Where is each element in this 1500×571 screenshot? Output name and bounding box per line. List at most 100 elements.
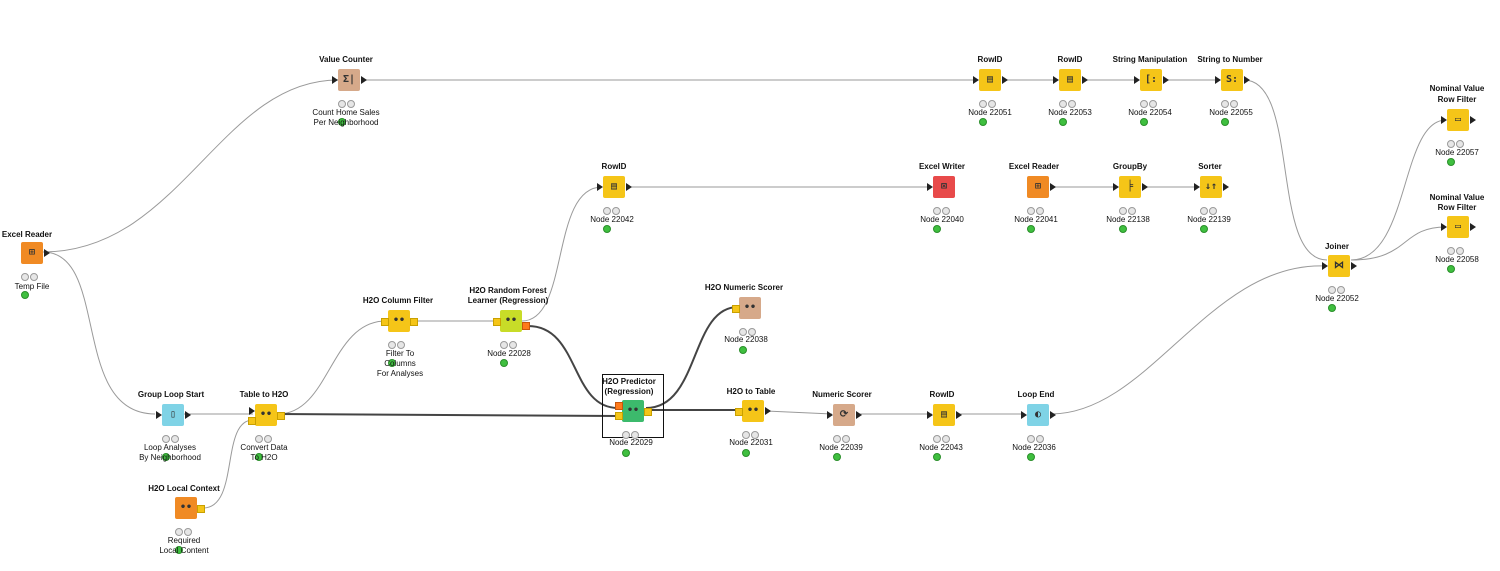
node-caption: Node 22038 [724,335,768,344]
row-filter-icon[interactable]: ▭ [1441,216,1476,238]
node-title: RowID [1057,55,1083,64]
node-caption: Filter To [385,349,415,358]
node-title: GroupBy [1112,162,1148,171]
node-title: Group Loop Start [137,390,205,399]
wire-h2o-learner-predictor [527,325,619,409]
node-title: Loop End [1017,390,1055,399]
node-caption: Node 22051 [968,108,1012,117]
groupby-icon[interactable]: ╞ [1113,176,1148,198]
rowid-icon[interactable]: ▤ [597,176,632,198]
h2o-icon[interactable]: •• [248,404,285,426]
node-caption: Node 22055 [1209,108,1253,117]
status-traffic-light [1200,202,1226,233]
node-caption: Node 22028 [487,349,531,358]
node-title: Nominal Value [1429,84,1485,93]
status-traffic-light [1140,95,1166,126]
sorter-icon[interactable]: ↓↑ [1194,176,1229,198]
node-title: Numeric Scorer [812,390,872,399]
status-traffic-light [162,430,188,461]
status-traffic-light [833,430,859,461]
value-counter-icon[interactable]: Σ| [332,69,367,91]
status-traffic-light [739,323,765,354]
node-title: String Manipulation [1112,55,1188,64]
status-traffic-light [1447,135,1473,166]
rowid-icon[interactable]: ▤ [973,69,1008,91]
wire-loopend-joiner [1050,265,1328,415]
excel-reader-icon[interactable]: ⊞ [21,242,50,264]
node-caption: Convert Data [240,443,288,452]
node-caption: Required [167,536,201,545]
node-caption: Node 22039 [819,443,863,452]
wire-strnum-joiner [1243,79,1328,261]
h2o-icon[interactable]: •• [493,310,530,332]
node-caption: Node 22041 [1014,215,1058,224]
node-caption: Columns [384,359,416,368]
wire-h2o-tableh2o-predictor [277,413,619,417]
wire-tableh2o-colfilter [277,320,387,415]
node-title: H2O to Table [726,387,776,396]
status-traffic-light [1119,202,1145,233]
node-caption: Node 22031 [729,438,773,447]
h2o-icon[interactable]: •• [732,297,761,319]
node-title: H2O Predictor [602,377,656,386]
string-manipulation-icon[interactable]: [: [1134,69,1169,91]
node-caption: Node 22139 [1187,215,1231,224]
rowid-icon[interactable]: ▤ [927,404,962,426]
wire-reader-to-valuecounter [42,79,339,253]
loop-end-icon[interactable]: ◐ [1021,404,1056,426]
node-title: H2O Column Filter [362,296,434,305]
status-traffic-light [979,95,1005,126]
loop-start-icon[interactable]: ▯ [156,404,191,426]
joiner-icon[interactable]: ⋈ [1322,255,1357,277]
node-title: Nominal Value [1429,193,1485,202]
status-traffic-light [175,523,201,554]
node-title: Table to H2O [239,390,289,399]
node-caption: Node 22052 [1315,294,1359,303]
node-caption: Per Neighborhood [313,118,379,127]
node-caption: Node 22029 [609,438,653,447]
node-caption: Local Content [159,546,209,555]
node-title: Row Filter [1437,95,1477,104]
node-title: Learner (Regression) [467,296,549,305]
status-traffic-light [1059,95,1085,126]
node-title: H2O Local Context [148,484,220,493]
node-title: Excel Reader [1,230,53,239]
node-title: Excel Writer [918,162,966,171]
node-title: Joiner [1324,242,1349,251]
row-filter-icon[interactable]: ▭ [1441,109,1476,131]
rowid-icon[interactable]: ▤ [1053,69,1088,91]
status-traffic-light [1221,95,1247,126]
status-traffic-light [1027,202,1053,233]
node-title: RowID [601,162,627,171]
node-caption: By Neighborhood [139,453,201,462]
node-caption: Count Home Sales [312,108,380,117]
node-caption: Node 22036 [1012,443,1056,452]
h2o-icon[interactable]: •• [615,400,652,422]
h2o-icon[interactable]: •• [381,310,418,332]
excel-reader-icon[interactable]: ⊞ [1027,176,1056,198]
status-traffic-light [603,202,629,233]
excel-writer-icon[interactable]: ⊠ [927,176,955,198]
status-traffic-light [933,430,959,461]
wire-reader-to-looptart [42,251,156,415]
status-traffic-light [1447,242,1473,273]
node-caption: Node 22043 [919,443,963,452]
node-caption: To H2O [250,453,278,462]
h2o-icon[interactable]: •• [735,400,771,422]
status-traffic-light [500,336,526,367]
string-to-number-icon[interactable]: S: [1215,69,1250,91]
node-title: Row Filter [1437,203,1477,212]
node-title: H2O Numeric Scorer [704,283,784,292]
node-caption: Loop Analyses [143,443,197,452]
h2o-icon[interactable]: •• [175,497,205,519]
node-caption: Temp File [14,282,50,291]
node-title: String to Number [1197,55,1263,64]
status-traffic-light [255,430,281,461]
node-caption: Node 22054 [1128,108,1172,117]
node-title: Value Counter [319,55,373,64]
node-caption: Node 22057 [1435,148,1479,157]
wire-learner-rowid [521,186,603,322]
node-title: RowID [929,390,955,399]
numeric-scorer-icon[interactable]: ⟳ [827,404,862,426]
node-title: Sorter [1198,162,1222,171]
